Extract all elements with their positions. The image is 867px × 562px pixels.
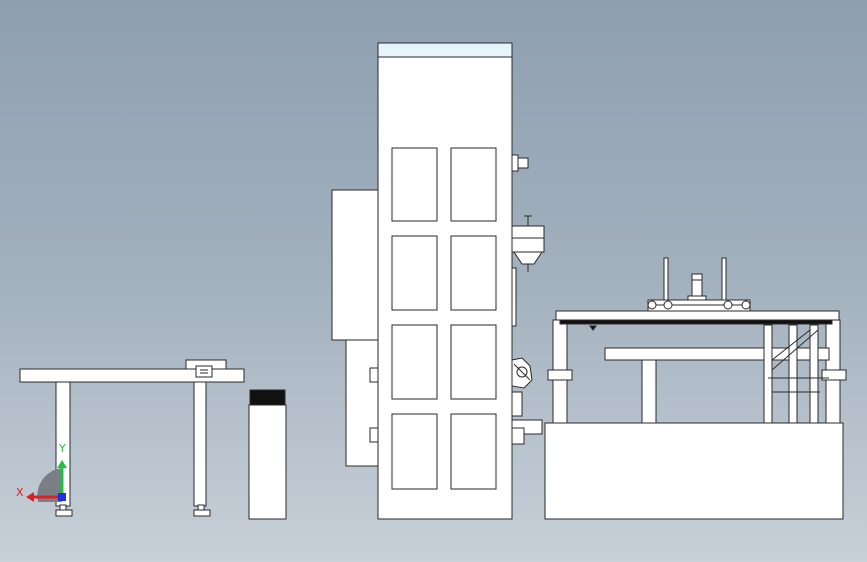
y-axis-arrowhead [57,460,67,468]
valve-funnel[interactable] [513,251,543,265]
cabinet-panel[interactable] [450,147,497,222]
bottle-body[interactable] [248,404,287,520]
cabinet-side-box[interactable] [331,189,379,341]
carriage-wheel [741,300,751,310]
conveyor-base[interactable] [544,422,844,520]
guide-rod[interactable] [663,257,669,301]
carriage-bar[interactable] [647,299,751,306]
triad-plane [37,468,62,502]
valve-body[interactable] [511,225,545,253]
carriage-wheel [663,300,673,310]
cabinet-panels [391,147,497,490]
lower-arm [511,391,523,417]
carriage-wheel [647,300,657,310]
gear-detail [513,363,531,381]
carriage-wheel [723,300,733,310]
table-foot-left[interactable] [55,509,73,517]
motor-body[interactable] [691,273,703,297]
knob-mount [511,154,519,172]
inner-post-right-a[interactable] [763,324,773,424]
table-top[interactable] [19,368,245,383]
bottle-part[interactable] [248,389,287,520]
cabinet-panel[interactable] [391,147,438,222]
inner-beam[interactable] [604,347,830,361]
table-foot-stem-right [197,504,205,511]
brace [771,329,819,371]
cabinet-panel[interactable] [450,413,497,490]
knob[interactable] [517,157,529,169]
inner-post-right-c[interactable] [809,324,819,424]
cabinet-attachments[interactable] [511,154,545,445]
cabinet-bracket [369,367,379,383]
inner-post[interactable] [641,359,657,424]
cabinet-panel[interactable] [450,235,497,311]
deck-rail [559,319,833,325]
top-deck[interactable] [555,310,840,321]
cabinet-panel[interactable] [391,324,438,400]
deck-marker [589,325,597,331]
y-axis-label: Y [59,442,66,455]
carriage-rail [647,304,751,312]
table-fixture-block[interactable] [195,365,213,378]
conveyor-assembly-part[interactable] [544,257,847,520]
cabinet-panel[interactable] [450,324,497,400]
post-clamp-right[interactable] [821,369,847,381]
table-foot-stem-left [59,504,67,511]
table-leg-right[interactable] [193,381,207,507]
cabinet-panel[interactable] [391,413,438,490]
post-clamp-left[interactable] [547,369,573,381]
inner-post-right-b[interactable] [788,324,798,424]
bottle-cap[interactable] [249,389,286,406]
guide-rod[interactable] [721,257,727,301]
cabinet-lower-box[interactable] [345,339,379,467]
cabinet-top-strip[interactable] [377,42,513,58]
coordinate-triad [26,460,67,502]
x-axis-arrowhead [26,492,34,502]
cabinet-bracket [369,427,379,443]
lower-flange [511,427,525,445]
cabinet-rod [511,267,517,327]
table-foot-right[interactable] [193,509,211,517]
cabinet-panel[interactable] [391,235,438,311]
x-axis-label: X [16,486,24,499]
brace [771,329,811,361]
main-cabinet-part[interactable] [331,42,545,520]
z-axis-marker [58,493,66,501]
